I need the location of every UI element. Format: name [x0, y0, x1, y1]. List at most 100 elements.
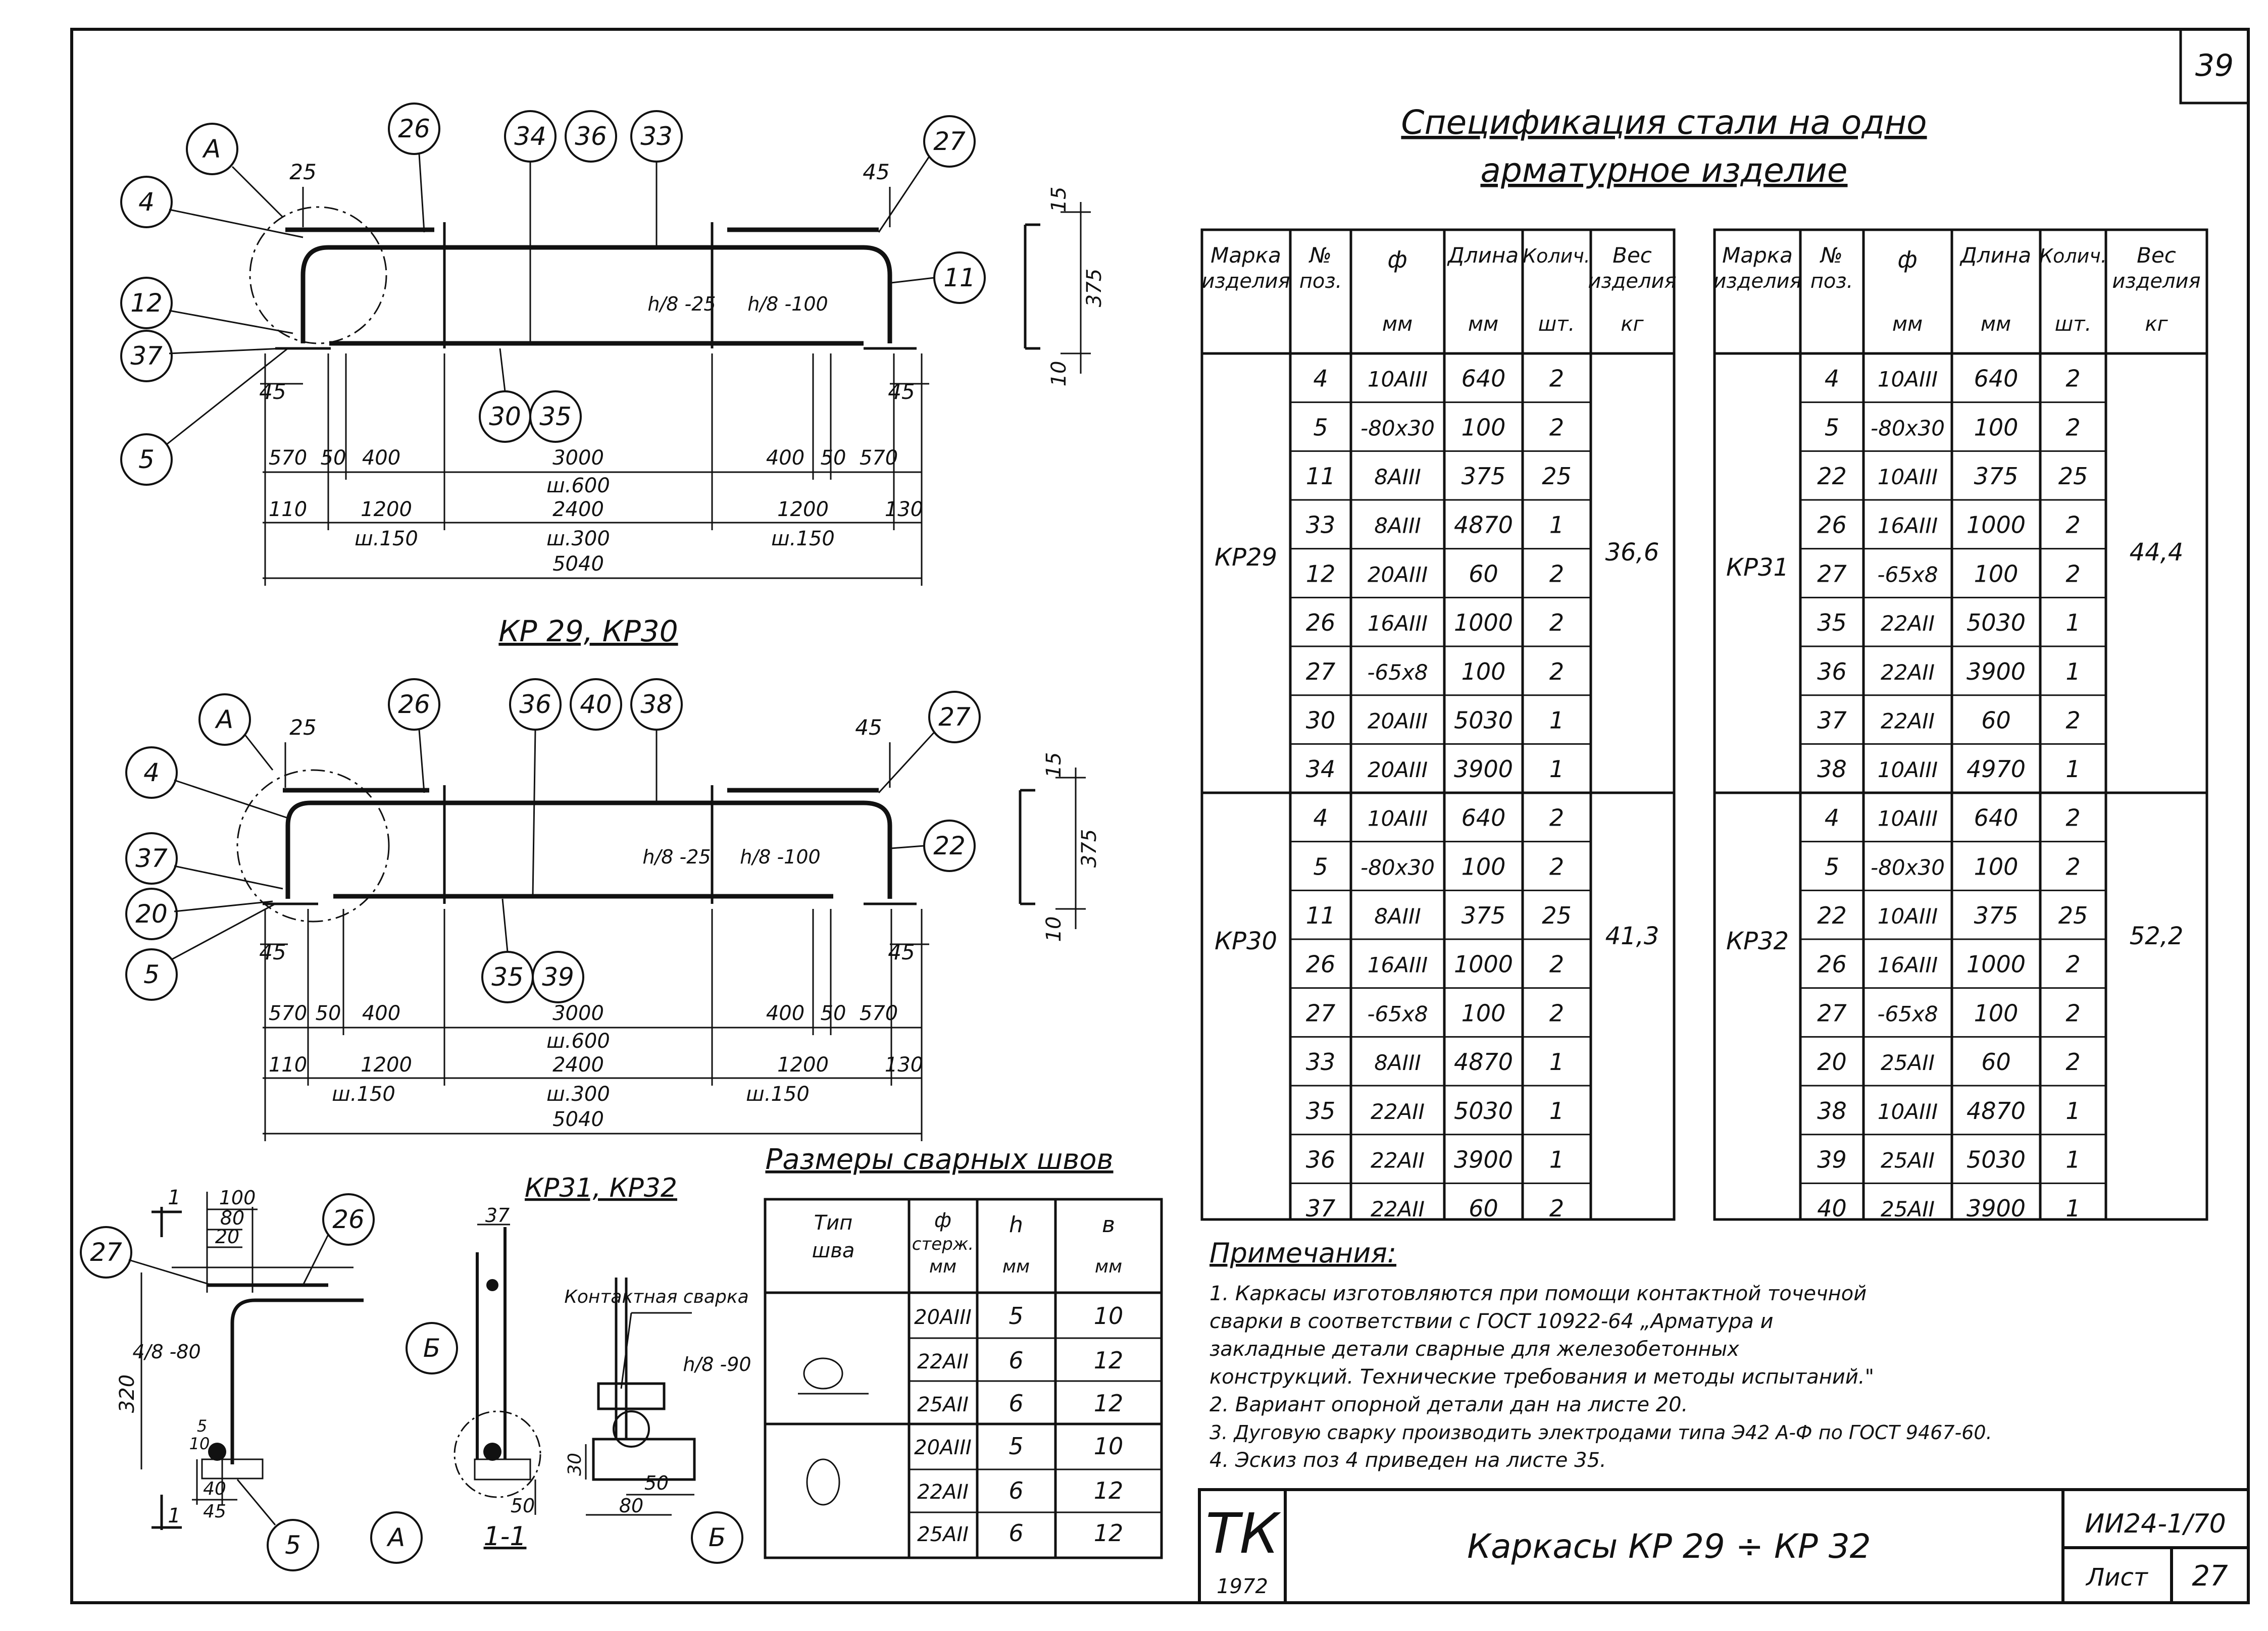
left-g0-r8-c1: 20АIII — [1368, 757, 1428, 782]
left-head-mark-1: Марка — [1211, 243, 1281, 268]
weld-head-type-2: шва — [812, 1239, 855, 1262]
right-head-qty-2: шт. — [2055, 313, 2092, 336]
weld-head-d-3: мм — [929, 1256, 956, 1277]
detail-callout-27: 27 — [90, 1238, 122, 1267]
left-g0-r0-c3: 2 — [1549, 365, 1564, 392]
weld-head-d-1: ф — [934, 1209, 951, 1232]
right-g1-r0-c3: 2 — [2065, 804, 2080, 832]
left-g0-r5-c1: 16АIII — [1368, 611, 1428, 636]
left-head-dia-2: мм — [1382, 313, 1413, 336]
weld-r4-h: 6 — [1009, 1477, 1023, 1504]
left-g1-r2-c2: 375 — [1461, 902, 1506, 929]
right-g0-r8-c2: 4970 — [1967, 755, 2026, 783]
right-g1-r3-c3: 2 — [2065, 951, 2080, 978]
right-g0-r2-c0: 22 — [1817, 463, 1847, 490]
dim-r1-5: 400 — [766, 446, 804, 470]
dim-r1-6: 50 — [821, 446, 846, 470]
v2-callout-36: 36 — [519, 690, 551, 719]
notes-title: Примечания: — [1209, 1237, 1396, 1269]
left-g1-r4-c2: 100 — [1461, 999, 1506, 1027]
left-g1-r7-c1: 22АII — [1371, 1148, 1425, 1173]
right-head-wt-3: кг — [2145, 313, 2168, 336]
right-g0-r1-c3: 2 — [2065, 414, 2080, 441]
right-g0-r8-c0: 38 — [1817, 755, 1847, 783]
stamp-code: ИИ24-1/70 — [2085, 1509, 2226, 1539]
view-kr29-kr30: 25 45 45 45 h/8 -25 h/8 -100 570 50 400 … — [120, 103, 1106, 586]
right-g1-r0-c2: 640 — [1974, 804, 2019, 832]
right-g1-r8-c3: 1 — [2065, 1195, 2080, 1222]
weld-table-title: Размеры сварных швов — [765, 1143, 1113, 1176]
section-label: 1-1 — [484, 1521, 527, 1552]
v2-side-dim-top: 15 — [1042, 752, 1066, 778]
right-head-qty-1: Колич. — [2039, 245, 2107, 267]
right-g1-r7-c0: 39 — [1817, 1146, 1847, 1173]
left-head-dia-1: ф — [1387, 246, 1407, 273]
dim-r2-6: ш.150 — [771, 527, 835, 550]
detail-callout-5: 5 — [285, 1531, 301, 1560]
left-g0-r1-c3: 2 — [1549, 414, 1564, 441]
right-g0-r4-c0: 27 — [1817, 560, 1847, 587]
left-g0-r0-c0: 4 — [1313, 365, 1328, 392]
right-g1-r6-c3: 1 — [2065, 1097, 2080, 1125]
left-g0-r2-c1: 8АIII — [1374, 465, 1421, 489]
v2-dim-r1-2: 400 — [362, 1002, 400, 1025]
weld-head-d-2: стерж. — [912, 1234, 974, 1254]
dim-bottom-right: 45 — [888, 379, 915, 404]
page-number: 39 — [2195, 48, 2234, 83]
left-g0-r3-c2: 4870 — [1454, 512, 1513, 539]
left-g1-r0-c2: 640 — [1461, 804, 1506, 832]
v2-dim-r1-3: 3000 — [552, 1002, 604, 1025]
dim-r1-3: 3000 — [552, 446, 604, 470]
right-g0-r2-c3: 25 — [2058, 463, 2088, 490]
left-g0-r3-c0: 33 — [1306, 512, 1336, 539]
dim-r1-4: ш.600 — [546, 474, 610, 497]
v2-dim-top-left: 25 — [289, 715, 316, 740]
right-head-dia-1: ф — [1897, 246, 1917, 273]
right-weight-kr31: 44,4 — [2130, 538, 2184, 567]
callout-30: 30 — [489, 402, 521, 431]
right-g1-r7-c3: 1 — [2065, 1146, 2080, 1173]
right-g1-r5-c2: 60 — [1981, 1048, 2011, 1076]
detail-dim-320: 320 — [116, 1374, 139, 1413]
v2-dim-r2-2: ш.150 — [332, 1083, 395, 1106]
right-g1-r3-c0: 26 — [1817, 951, 1847, 978]
dim-top-left: 25 — [289, 160, 316, 184]
detail-dim-80: 80 — [220, 1207, 244, 1229]
left-g0-r5-c0: 26 — [1306, 609, 1336, 636]
left-g1-r1-c1: -80x30 — [1360, 855, 1435, 880]
left-g1-r8-c0: 37 — [1306, 1195, 1336, 1222]
left-g0-r5-c2: 1000 — [1454, 609, 1513, 636]
view-label-kr29-kr30: КР 29, КР30 — [498, 614, 678, 648]
left-g1-r1-c2: 100 — [1461, 853, 1506, 880]
left-g0-r8-c2: 3900 — [1454, 755, 1513, 783]
weld-head-h-2: мм — [1002, 1256, 1030, 1277]
dim-bottom-left: 45 — [259, 379, 286, 404]
left-g0-r5-c3: 2 — [1549, 609, 1564, 636]
v2-callout-20: 20 — [135, 899, 168, 929]
callout-36: 36 — [575, 122, 607, 151]
left-g1-r3-c2: 1000 — [1454, 951, 1513, 978]
left-g1-r4-c3: 2 — [1549, 999, 1564, 1027]
v2-callout-5: 5 — [143, 960, 160, 989]
right-g0-r1-c1: -80x30 — [1871, 416, 1945, 440]
right-g1-r2-c0: 22 — [1817, 902, 1847, 929]
v2-dim-r2-3: 2400 — [552, 1053, 604, 1077]
left-g0-r1-c0: 5 — [1313, 414, 1328, 441]
right-g0-r3-c2: 1000 — [1967, 512, 2026, 539]
weld-head-h-1: h — [1009, 1212, 1023, 1238]
left-g0-r7-c2: 5030 — [1454, 706, 1513, 734]
weld-r3-d: 20АIII — [914, 1436, 972, 1459]
v2-side-dim-bottom: 10 — [1042, 916, 1066, 942]
right-head-len-2: мм — [1981, 313, 2011, 336]
right-g0-r4-c3: 2 — [2065, 560, 2080, 587]
spec-table-right: Марка изделия № поз. ф мм Длина мм Колич… — [1713, 228, 2208, 1222]
weld-r3-h: 5 — [1009, 1433, 1023, 1460]
detail-label-A: А — [386, 1523, 405, 1552]
right-g0-r0-c0: 4 — [1825, 365, 1839, 392]
callout-4: 4 — [138, 187, 155, 217]
v2-callout-38: 38 — [640, 690, 673, 719]
note-line-1: сварки в соответствии с ГОСТ 10922-64 „А… — [1209, 1310, 1774, 1333]
left-g0-r6-c2: 100 — [1461, 658, 1506, 685]
right-g1-r7-c1: 25АII — [1881, 1148, 1935, 1173]
dim-r1-0: 570 — [269, 446, 307, 470]
